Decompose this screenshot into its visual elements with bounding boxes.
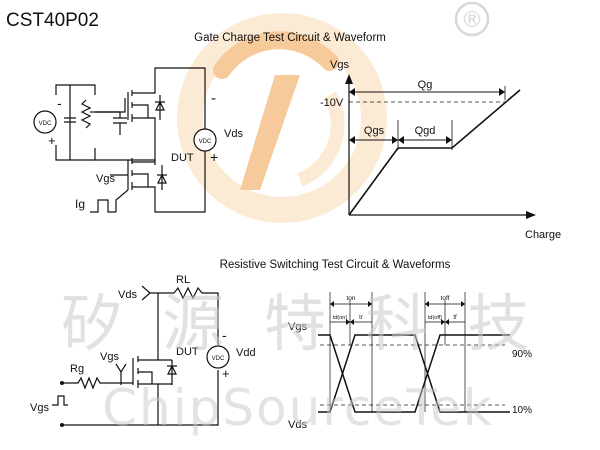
vds-label: Vds [224,128,243,140]
vdd-label: Vdd [236,347,256,359]
toff-label: toff [441,295,450,302]
ton-label: ton [346,295,355,302]
plus-sign-left: + [48,133,56,148]
tr-label: tr [359,315,363,321]
gate-charge-waveform: Vgs Charge -10V Qg Qgs Qgd [320,59,561,241]
minus-sign-right: - [211,90,216,107]
part-number: CST40P02 [6,10,99,31]
gate-charge-sources: VDC - + VDC - + Vds DUT Vgs Ig [33,90,243,211]
registered-mark: ® [454,1,490,37]
level-label: -10V [320,97,344,109]
rg-label: Rg [70,363,84,375]
tdon-label: td(on) [333,315,348,321]
vgs-source-label: Vgs [30,402,49,414]
vgs-label: Vgs [96,173,115,185]
tdoff-label: td(off) [428,315,442,321]
gate-charge-circuit [55,67,206,213]
qgd-label: Qgd [415,125,436,137]
x-axis-label: Charge [525,229,561,241]
switching-waveform: ton toff td(on) tr td(off) tf Vgs Vds 90… [288,292,532,431]
plus-sign-right: + [210,149,218,165]
vgs-wave-label: Vgs [288,321,307,333]
registered-symbol: ® [461,8,483,33]
switching-circuit [52,285,219,426]
watermark-chinese: 矽 源 特 科 技 [61,287,540,360]
y-axis-label: Vgs [330,59,349,71]
vdc-label-right: VDC [199,139,212,145]
qg-label: Qg [418,79,433,91]
ig-label: Ig [75,197,85,211]
gate-charge-curve [348,89,521,216]
switching-circuit-labels: VDC - + Vds RL Vgs DUT Rg Vgs Vdd [30,274,256,427]
pct10-label: 10% [512,405,532,416]
logo-watermark [177,13,387,223]
rl-label: RL [176,274,190,286]
minus-sign-switching: - [222,327,227,343]
plus-sign-switching: + [222,366,230,381]
watermark-english: ChipSourceTek [102,379,494,437]
vgs-node-label: Vgs [100,351,119,363]
vds-wave-label: Vds [288,419,307,431]
vds-trace [318,334,510,413]
dut-label: DUT [171,152,194,164]
tf-label: tf [453,315,457,321]
vdc-label-switching: VDC [212,356,225,362]
qgs-label: Qgs [364,125,385,137]
vgs-trace [318,334,510,413]
vdc-label-left: VDC [39,121,52,127]
dut-label-switching: DUT [176,346,199,358]
gate-charge-title: Gate Charge Test Circuit & Waveform [194,32,386,44]
pct90-label: 90% [512,349,532,360]
minus-sign-left: - [57,95,62,111]
resistive-switching-title: Resistive Switching Test Circuit & Wavef… [220,259,451,271]
vds-node-label: Vds [118,289,137,301]
